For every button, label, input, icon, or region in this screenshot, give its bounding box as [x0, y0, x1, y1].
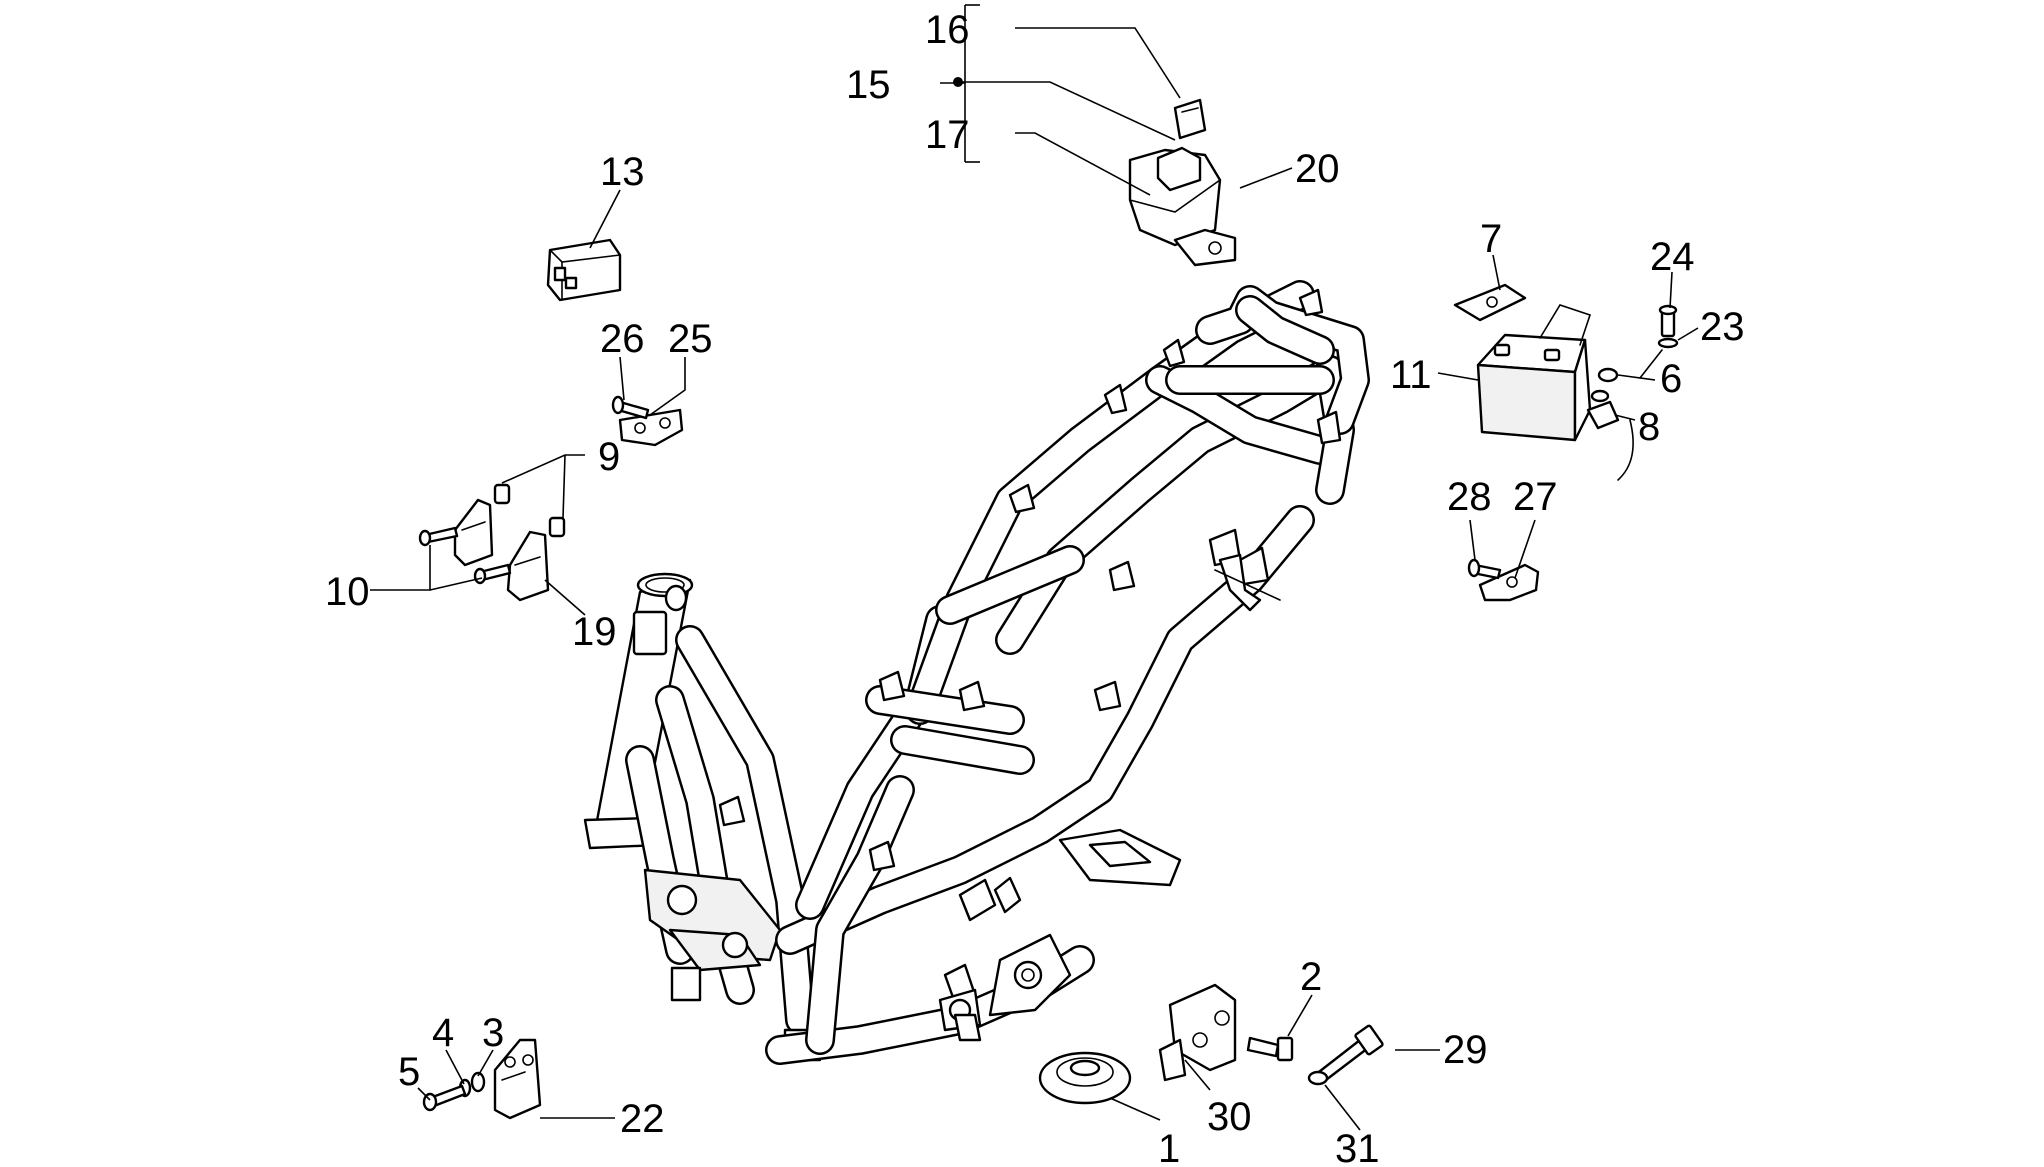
callout-31: 31: [1335, 1127, 1380, 1167]
scooter-frame: [583, 280, 1370, 1065]
bracket-27: [1478, 563, 1540, 602]
holder-19: [506, 530, 550, 602]
clip-9-upper: [493, 483, 511, 505]
washer-31: [1307, 1070, 1329, 1086]
battery-11: [1476, 304, 1592, 442]
clip-9-lower: [548, 516, 566, 538]
mount-22: [493, 1038, 542, 1120]
callout-5: 5: [398, 1050, 420, 1094]
callout-24: 24: [1650, 235, 1695, 279]
callout-9: 9: [598, 435, 620, 479]
frame-brackets: [718, 288, 1342, 1005]
callout-4: 4: [432, 1011, 454, 1055]
relay-13: [546, 238, 622, 302]
callout-10: 10: [325, 570, 370, 614]
callout-22: 22: [620, 1097, 665, 1141]
screw-28: [1467, 558, 1502, 580]
callout-28: 28: [1447, 475, 1492, 519]
callout-17: 17: [925, 113, 970, 157]
rear-lower-mount: [938, 933, 1072, 1042]
holder-left: [453, 498, 494, 567]
callout-2: 2: [1300, 955, 1322, 999]
screw-2: [1246, 1036, 1294, 1062]
callout-26: 26: [600, 317, 645, 361]
screw-26: [611, 395, 650, 420]
callout-6: 6: [1660, 357, 1682, 401]
head-bracket: [632, 610, 668, 656]
callout-20: 20: [1295, 147, 1340, 191]
screw-10-b: [473, 563, 512, 585]
horn-bracket: [1158, 983, 1237, 1082]
cable-clip: [1218, 553, 1262, 612]
battery-strap-7: [1453, 283, 1527, 322]
washer-23: [1657, 337, 1679, 349]
callout-27: 27: [1513, 475, 1558, 519]
lower-cradle: [643, 868, 822, 1062]
callout-1: 1: [1158, 1127, 1180, 1167]
screw-24: [1658, 304, 1678, 338]
callout-15: 15: [846, 63, 891, 107]
screw-10-a: [418, 526, 459, 547]
leader-lines: [370, 4, 1699, 1131]
battery-cable: [1586, 349, 1663, 481]
rear-loop: [1195, 285, 1370, 435]
callout-8: 8: [1638, 405, 1660, 449]
callout-25: 25: [668, 317, 713, 361]
callout-16: 16: [925, 8, 970, 52]
washer-3: [470, 1071, 486, 1093]
callout-11: 11: [1390, 353, 1432, 397]
callout-13: 13: [600, 150, 645, 194]
callout-19: 19: [572, 610, 617, 654]
callout-30: 30: [1207, 1095, 1252, 1139]
fuse-16: [1173, 98, 1207, 140]
callout-29: 29: [1443, 1028, 1488, 1072]
horn: [1038, 1051, 1132, 1105]
callout-23: 23: [1700, 305, 1745, 349]
screw-5: [422, 1084, 467, 1112]
upper-rails: [905, 280, 1355, 725]
fuse-holder-20: [1128, 146, 1237, 267]
cross-tubes: [865, 365, 1335, 775]
callout-7: 7: [1480, 217, 1502, 261]
callout-labels: 16 15 17 20 13 26 25 9 10 19 7 24 23 11 …: [325, 8, 1745, 1167]
reference-dot: [953, 77, 963, 87]
callout-3: 3: [482, 1011, 504, 1055]
